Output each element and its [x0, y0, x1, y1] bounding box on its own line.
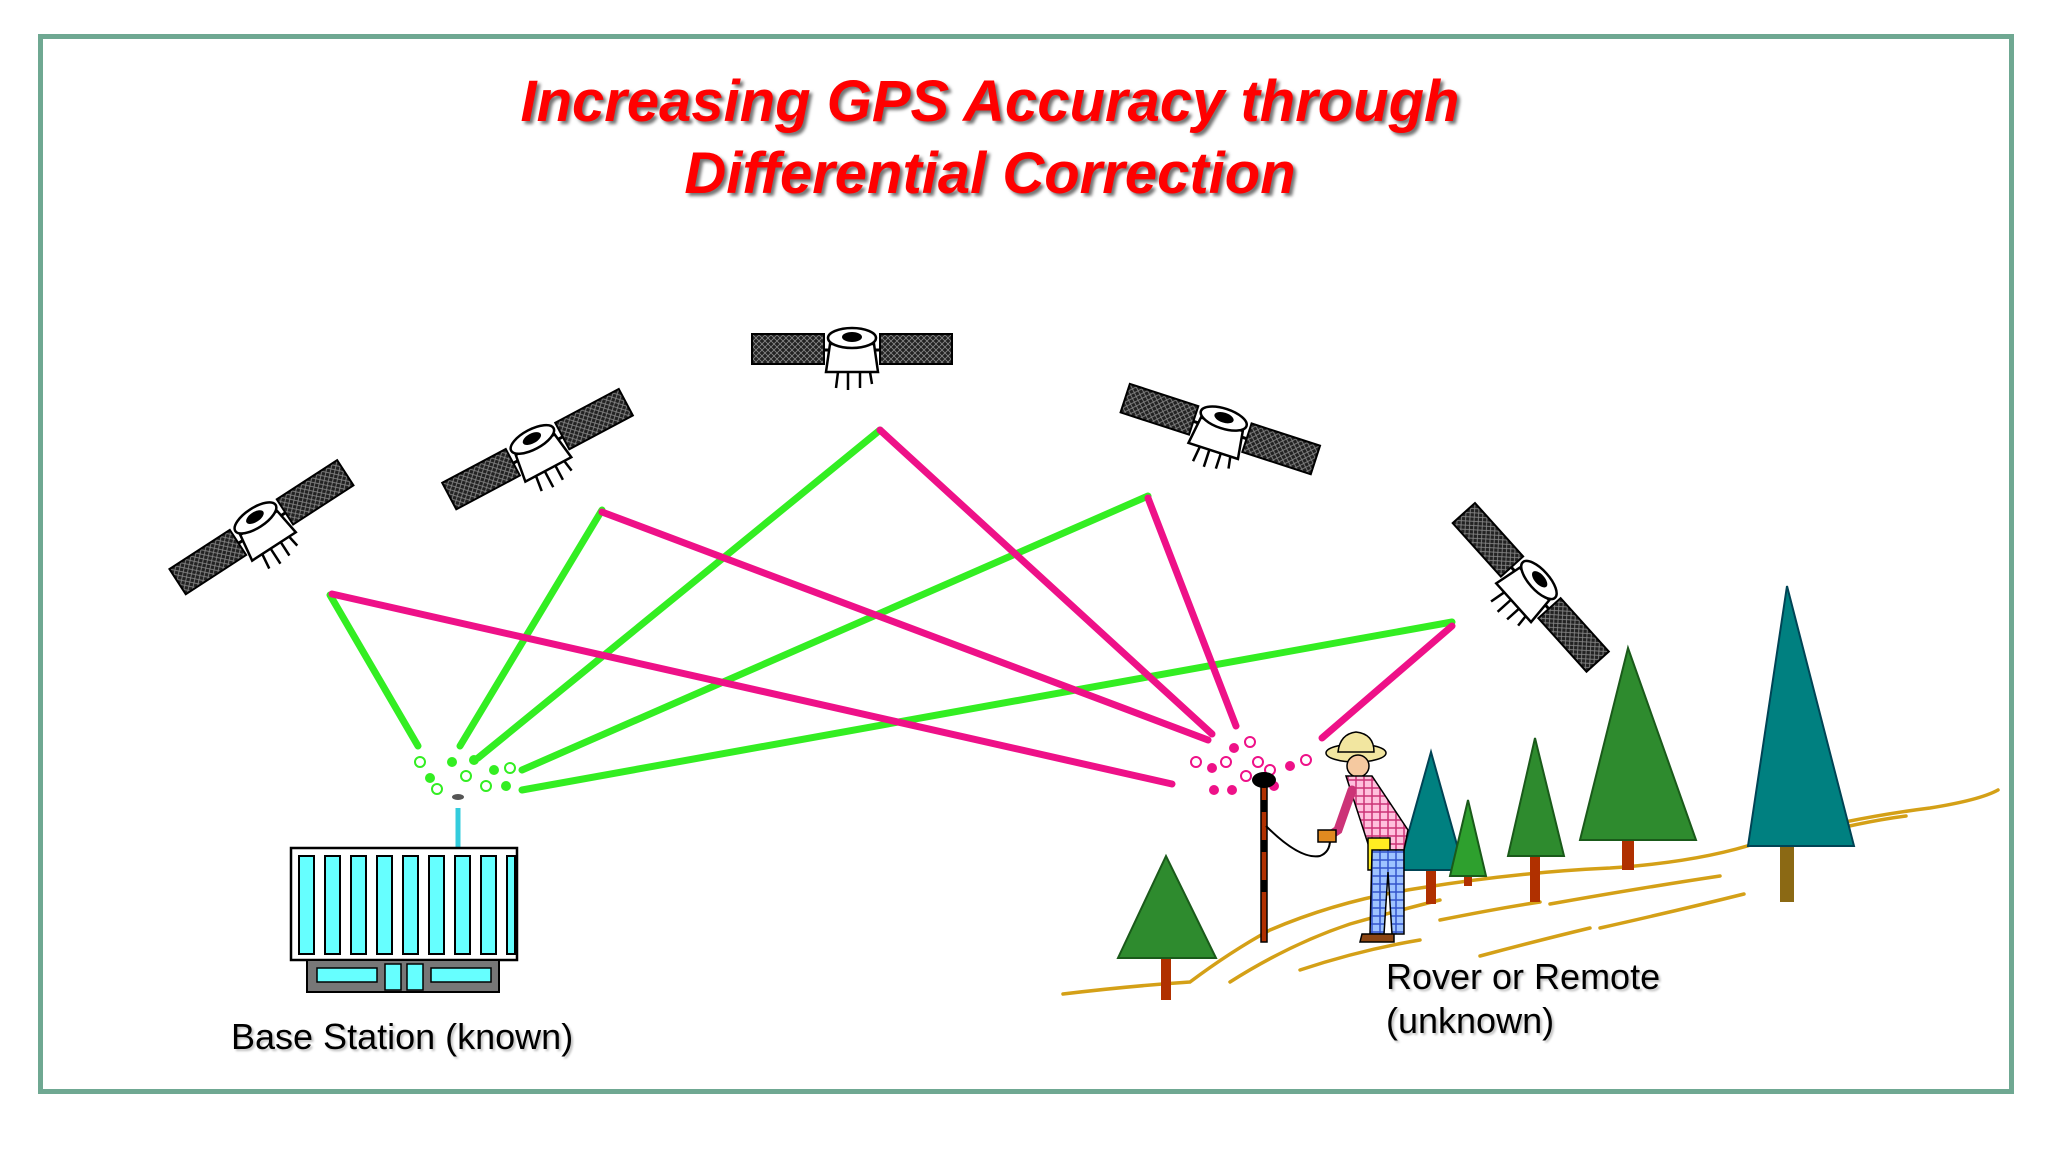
rover-signal-reception-icon: [1190, 736, 1312, 795]
terrain-contours: [1061, 788, 2000, 996]
satellite-icon: [750, 326, 954, 392]
rover-label-line-2: (unknown): [1386, 1000, 1555, 1041]
satellite-icon: [437, 382, 647, 534]
satellite-icon: [1111, 376, 1324, 501]
base-station-label: Base Station (known): [231, 1016, 574, 1057]
tree-icon: [1116, 853, 1218, 1000]
rover-label: Rover or Remote (unknown): [1386, 955, 1660, 1043]
title-line-2: Differential Correction: [684, 141, 1296, 206]
tree-icon: [1746, 585, 1856, 902]
tree-icon: [1578, 644, 1698, 870]
base-station-building-icon: [289, 808, 519, 993]
page-title: Increasing GPS Accuracy through Differen…: [340, 66, 1640, 210]
rover-signal-lines: [328, 426, 1456, 788]
base-signal-reception-icon: [414, 755, 516, 800]
tree-icon: [1448, 799, 1488, 886]
surveyor-person-icon: [1317, 731, 1409, 943]
title-line-1: Increasing GPS Accuracy through: [520, 69, 1460, 134]
tree-icon: [1506, 737, 1566, 902]
satellite-icon: [1431, 497, 1615, 691]
base-signal-lines: [326, 426, 1456, 794]
rover-label-line-1: Rover or Remote: [1386, 956, 1661, 997]
gps-antenna-pole-icon: [1252, 772, 1331, 943]
tree-icon: [1396, 748, 1466, 904]
